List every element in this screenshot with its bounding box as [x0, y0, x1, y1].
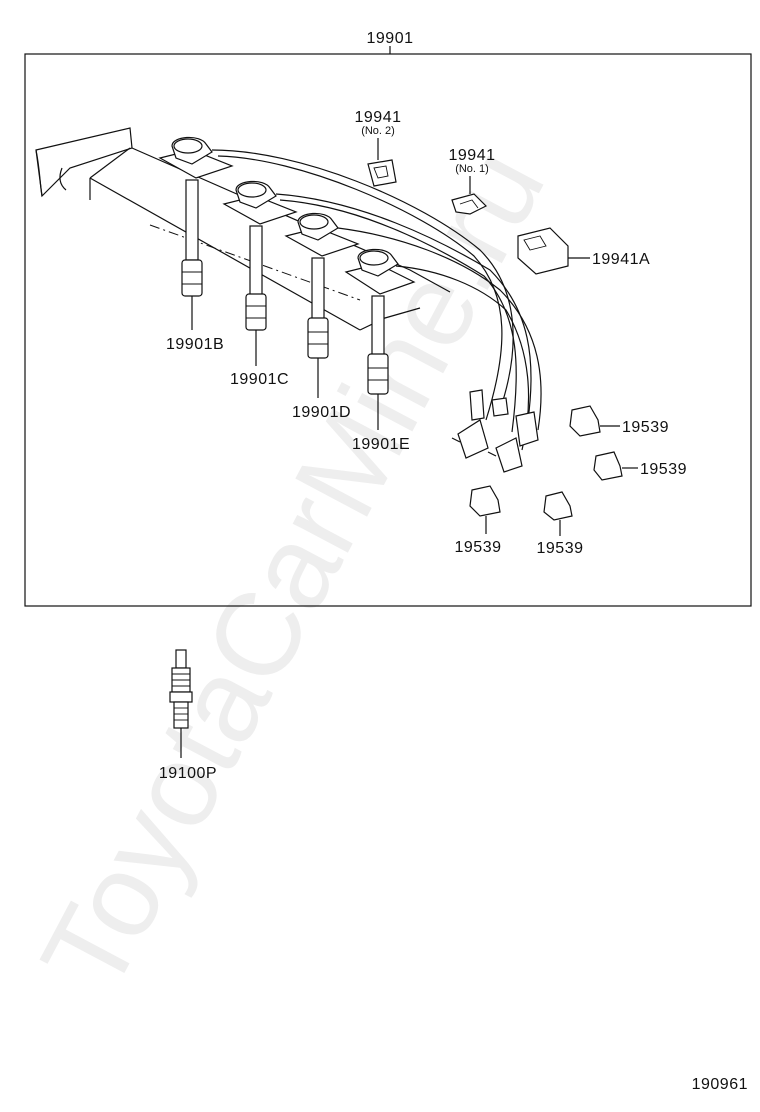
- clamp-a: [517, 227, 590, 275]
- diagram-code: 190961: [692, 1076, 748, 1093]
- holder-1: [569, 405, 620, 437]
- label-holder-1: 19539: [622, 419, 669, 436]
- spark-plug: [169, 649, 193, 758]
- label-holder-2: 19539: [640, 461, 687, 478]
- note-clamp-no1: (No. 1): [455, 163, 489, 175]
- coil-boot-3: [284, 212, 360, 359]
- coil-boot-2: [222, 180, 298, 331]
- wire-bundle: [211, 149, 542, 473]
- assembly-frame: [24, 53, 752, 607]
- note-clamp-no2: (No. 2): [361, 125, 395, 137]
- label-holder-3: 19539: [455, 539, 502, 556]
- label-spark-plug: 19100P: [159, 765, 217, 782]
- watermark-text: ToyotaCarMine.ru: [16, 128, 570, 1012]
- holder-2: [593, 451, 638, 481]
- label-assembly: 19901: [367, 30, 414, 47]
- label-cord-c: 19901C: [230, 371, 289, 388]
- clamp-no2: [367, 138, 397, 187]
- holder-4: [543, 491, 573, 536]
- cylinder-head: [35, 127, 451, 331]
- label-clamp-no1: 19941: [449, 147, 496, 164]
- label-clamp-no2: 19941: [355, 109, 402, 126]
- label-cord-e: 19901E: [352, 436, 410, 453]
- label-cord-d: 19901D: [292, 404, 351, 421]
- label-holder-4: 19539: [537, 540, 584, 557]
- holder-3: [469, 485, 501, 534]
- label-cord-b: 19901B: [166, 336, 224, 353]
- clamp-no1: [451, 176, 488, 215]
- coil-boot-1: [158, 136, 234, 297]
- label-clamp-a: 19941A: [592, 251, 650, 268]
- coil-boot-4: [344, 248, 416, 395]
